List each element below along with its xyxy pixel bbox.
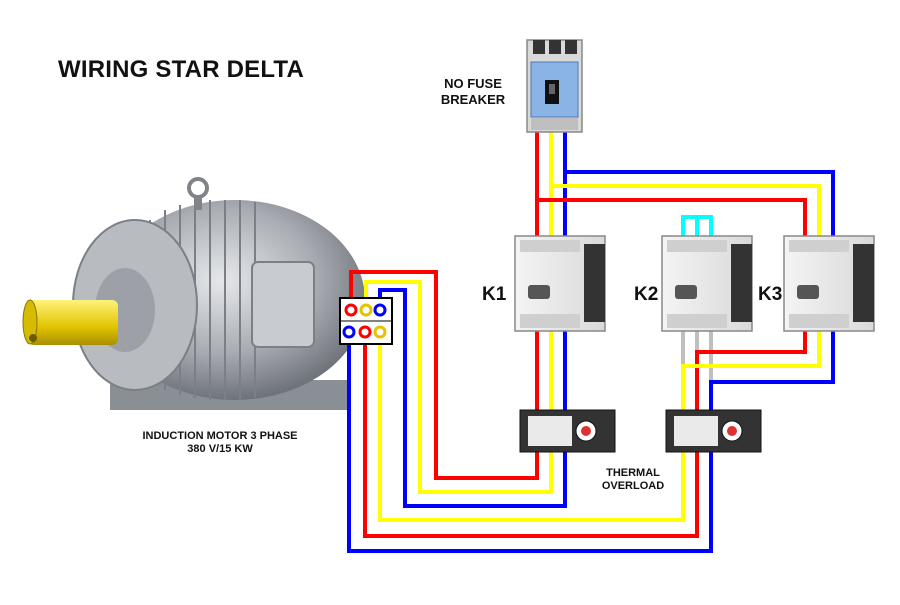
contactor-k1 [514,235,606,332]
wire-k3-ovl2-blue [709,330,835,412]
wire-k3-red [537,198,807,250]
wire-ovl2-terminal-blue [347,336,713,553]
breaker-label-line1: NO FUSE [444,76,502,91]
contactor-k1-label: K1 [482,284,507,305]
thermal-overload-2 [665,409,762,453]
motor-label: INDUCTION MOTOR 3 PHASE 380 V/15 KW [100,430,340,456]
terminal-u2 [358,325,372,339]
motor-label-line1: INDUCTION MOTOR 3 PHASE [142,430,298,442]
no-fuse-breaker [526,39,583,133]
wire-k3-yellow [551,184,821,250]
thermal-overload-1 [519,409,616,453]
wires [347,128,835,553]
wire-ovl1-terminal-yellow [364,280,553,494]
overload-label-line1: THERMAL [606,467,660,479]
wire-k3-blue [565,170,835,250]
motor-eye-bolt [187,177,209,199]
breaker-label: NO FUSE BREAKER [418,76,528,107]
contactor-k2 [661,235,753,332]
overload-label-line2: OVERLOAD [601,480,665,493]
motor-label-line2: 380 V/15 KW [187,443,253,456]
induction-motor [22,177,365,410]
contactor-k2-label: K2 [634,284,659,305]
motor-shaft [28,300,118,345]
breaker-label-line2: BREAKER [440,91,506,107]
wire-k3-ovl2-yellow [681,330,821,412]
wire-ovl2-terminal-yellow [378,336,685,522]
wire-ovl1-terminal-blue [378,288,567,508]
terminal-v2 [373,325,387,339]
terminal-v1 [359,303,373,317]
wire-ovl2-terminal-red [363,336,699,538]
terminal-u1 [344,303,358,317]
contactor-k3-label: K3 [758,284,783,305]
wire-ovl1-terminal-red [349,270,539,480]
terminal-w1 [373,303,387,317]
motor-terminal-block [339,297,393,345]
motor-terminal-box [251,261,315,348]
terminal-w2 [342,325,356,339]
wire-k3-ovl2-red [695,330,807,412]
page-title: WIRING STAR DELTA [58,56,305,83]
contactor-k3 [783,235,875,332]
overload-label: THERMAL OVERLOAD [588,467,678,493]
